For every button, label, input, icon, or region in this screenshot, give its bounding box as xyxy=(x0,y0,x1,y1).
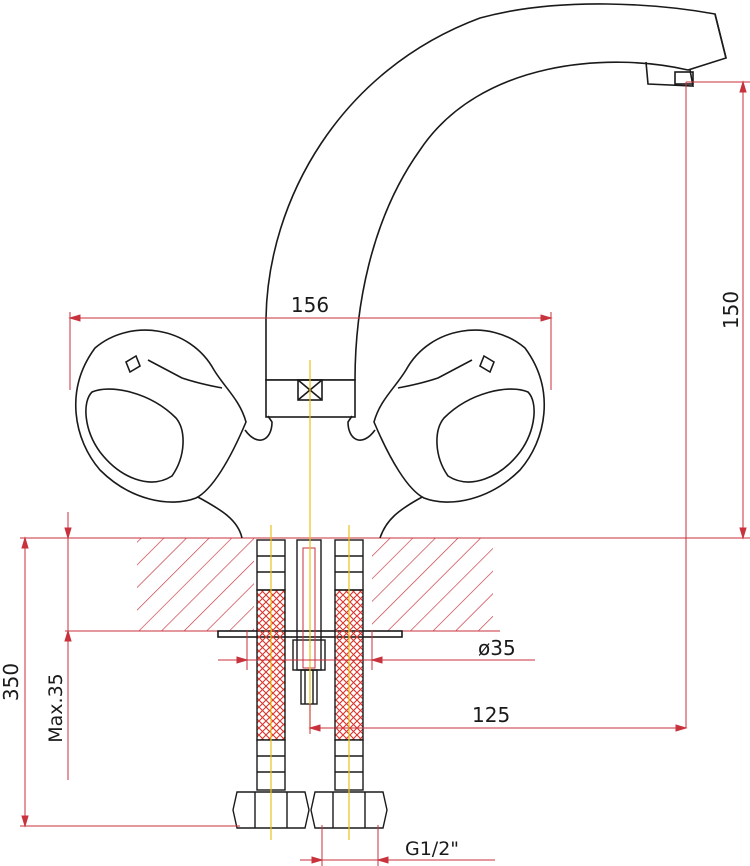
right-handle xyxy=(373,329,546,503)
center-stud xyxy=(292,539,326,705)
spout xyxy=(265,3,727,381)
dim-diameter-35: ø35 xyxy=(478,636,516,660)
left-handle xyxy=(74,329,247,503)
dim-total-350: 350 xyxy=(0,663,23,701)
dim-thread-g12: G1/2" xyxy=(405,838,459,860)
countertop-section xyxy=(20,537,750,632)
dim-reach-125: 125 xyxy=(472,703,510,727)
dimension-lines xyxy=(20,80,750,866)
dim-width-156: 156 xyxy=(291,293,329,317)
dim-max-35: Max.35 xyxy=(45,673,67,743)
center-lines xyxy=(270,360,350,840)
stud-highlight xyxy=(302,547,316,669)
dim-height-150: 150 xyxy=(719,291,743,329)
